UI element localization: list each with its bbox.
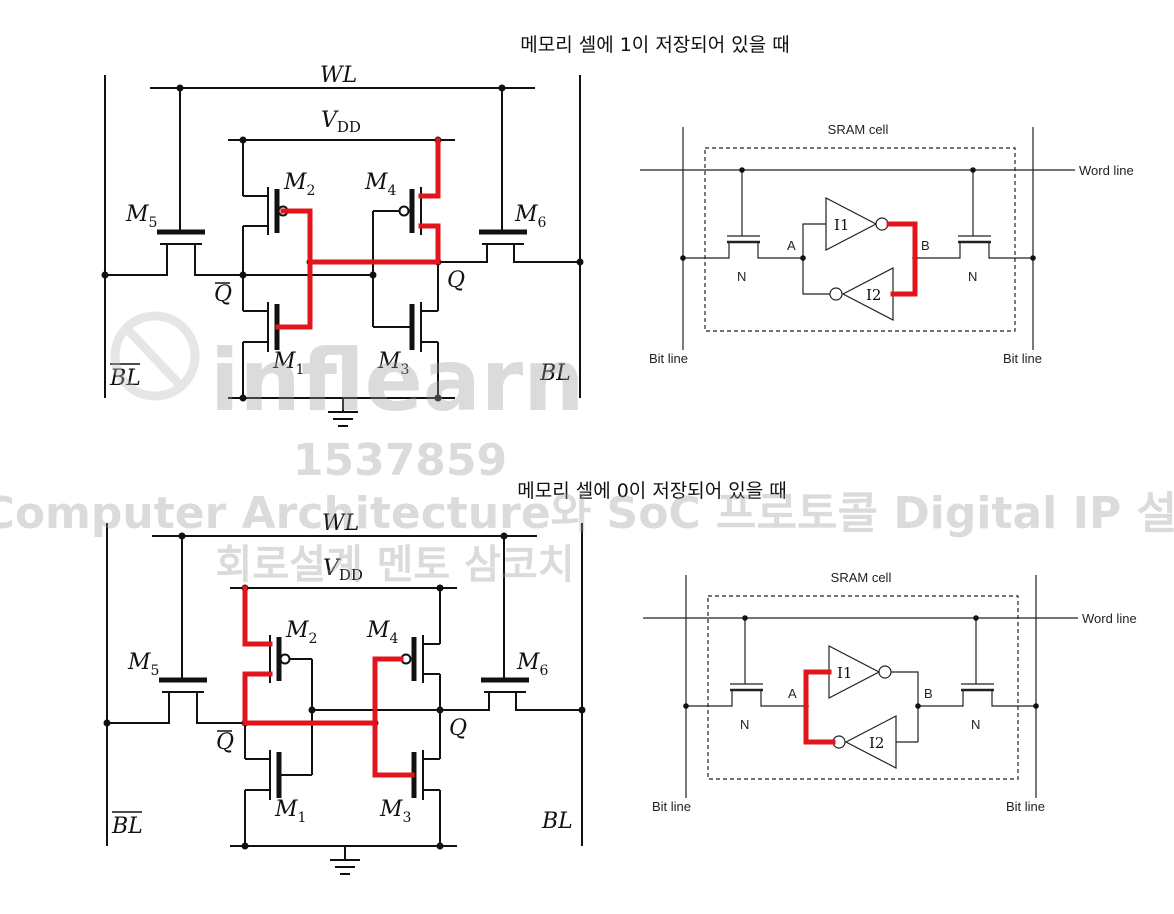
bottom-m3-label: M3 xyxy=(379,797,411,826)
top-wl-label: WL xyxy=(320,63,357,88)
top-m1-label: M1 xyxy=(272,349,304,378)
top-nmos-left: N xyxy=(737,269,746,284)
bottom-q-label: Q xyxy=(449,716,467,741)
bottom-title: 메모리 셀에 0이 저장되어 있을 때 xyxy=(517,480,787,502)
bottom-block-diagram xyxy=(641,573,1080,800)
bottom-qbar-label: Q xyxy=(216,730,234,755)
top-word-line-label: Word line xyxy=(1079,163,1134,178)
bottom-bit-line-right: Bit line xyxy=(1006,799,1045,814)
top-m3-label: M3 xyxy=(377,349,409,378)
bottom-m1-label: M1 xyxy=(274,797,306,826)
bottom-bit-line-left: Bit line xyxy=(652,799,691,814)
watermark: inflearn 1537859 Computer Architecture와 … xyxy=(0,311,1174,588)
top-inv2-label: I2 xyxy=(866,286,881,304)
bottom-word-line-label: Word line xyxy=(1082,611,1137,626)
top-block-diagram xyxy=(638,125,1077,352)
bottom-node-b: B xyxy=(924,686,933,701)
top-m2-label: M2 xyxy=(283,170,315,199)
top-blbar-label: BL xyxy=(109,366,141,391)
watermark-brand: inflearn xyxy=(210,331,584,431)
top-node-b: B xyxy=(921,238,930,253)
top-m5-label: M5 xyxy=(125,202,157,231)
bottom-cmos-schematic xyxy=(104,523,586,874)
top-inv1-label: I1 xyxy=(834,216,849,234)
bottom-m2-label: M2 xyxy=(285,618,317,647)
bottom-nmos-right: N xyxy=(971,717,980,732)
bottom-vdd-label: VDD xyxy=(323,556,363,584)
top-sram-cell-label: SRAM cell xyxy=(828,122,889,137)
top-nmos-right: N xyxy=(968,269,977,284)
watermark-id: 1537859 xyxy=(293,435,507,486)
bottom-m4-label: M4 xyxy=(366,618,399,647)
bottom-sram-cell-label: SRAM cell xyxy=(831,570,892,585)
top-bit-line-left: Bit line xyxy=(649,351,688,366)
top-vdd-label: VDD xyxy=(321,108,361,136)
bottom-inv1-label: I1 xyxy=(837,664,852,682)
top-q-label: Q xyxy=(447,268,465,293)
bottom-inv2-label: I2 xyxy=(869,734,884,752)
top-title: 메모리 셀에 1이 저장되어 있을 때 xyxy=(520,34,790,56)
top-m4-label: M4 xyxy=(364,170,397,199)
bottom-wl-label: WL xyxy=(322,511,359,536)
bottom-bl-label: BL xyxy=(541,809,573,834)
bottom-m5-label: M5 xyxy=(127,650,159,679)
bottom-nmos-left: N xyxy=(740,717,749,732)
top-cmos-schematic xyxy=(102,75,584,426)
watermark-sub: 회로설계 멘토 삼코치 xyxy=(215,542,574,588)
watermark-course: Computer Architecture와 SoC 프로토콜 Digital … xyxy=(0,488,1174,539)
bottom-node-a: A xyxy=(788,686,797,701)
top-bl-label: BL xyxy=(539,361,571,386)
top-node-a: A xyxy=(787,238,796,253)
top-bit-line-right: Bit line xyxy=(1003,351,1042,366)
watermark-logo-icon xyxy=(110,311,200,401)
bottom-m6-label: M6 xyxy=(516,650,549,679)
bottom-blbar-label: BL xyxy=(111,814,143,839)
top-qbar-label: Q xyxy=(214,282,232,307)
top-m6-label: M6 xyxy=(514,202,547,231)
